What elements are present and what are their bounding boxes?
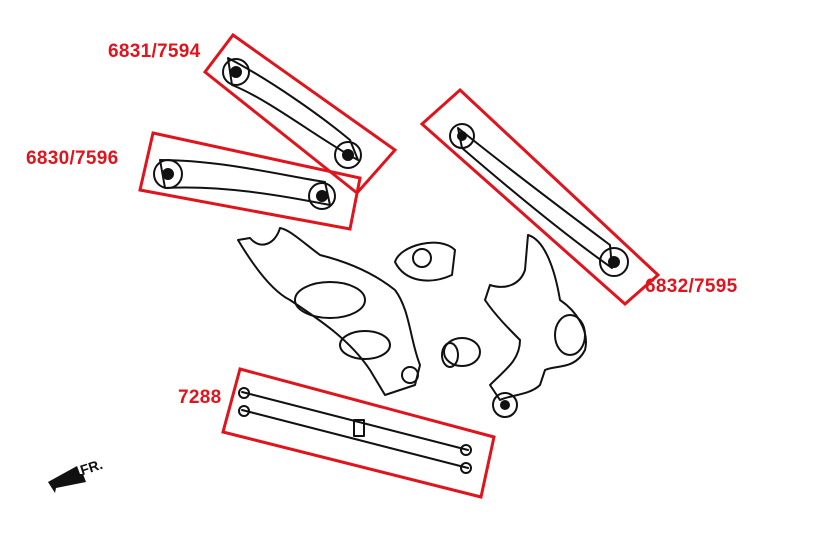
knuckle <box>484 234 587 418</box>
highlight-box-trailing-arm <box>419 87 661 307</box>
highlight-box-toe-arm <box>138 131 362 231</box>
upper-control-arm <box>222 57 362 169</box>
toe-control-arm <box>153 159 336 210</box>
mount-bushing <box>394 241 456 282</box>
label-brace: 7288 <box>178 387 222 408</box>
label-upper-arm: 6831/7594 <box>108 41 201 62</box>
bushing <box>441 337 481 368</box>
front-arrow-icon <box>48 466 86 493</box>
label-toe-arm: 6830/7596 <box>26 148 119 169</box>
lower-control-arm <box>237 227 421 396</box>
rear-brace <box>238 387 472 474</box>
highlight-box-brace <box>221 367 496 499</box>
trailing-arm <box>449 123 629 277</box>
label-trailing-arm: 6832/7595 <box>645 276 738 297</box>
